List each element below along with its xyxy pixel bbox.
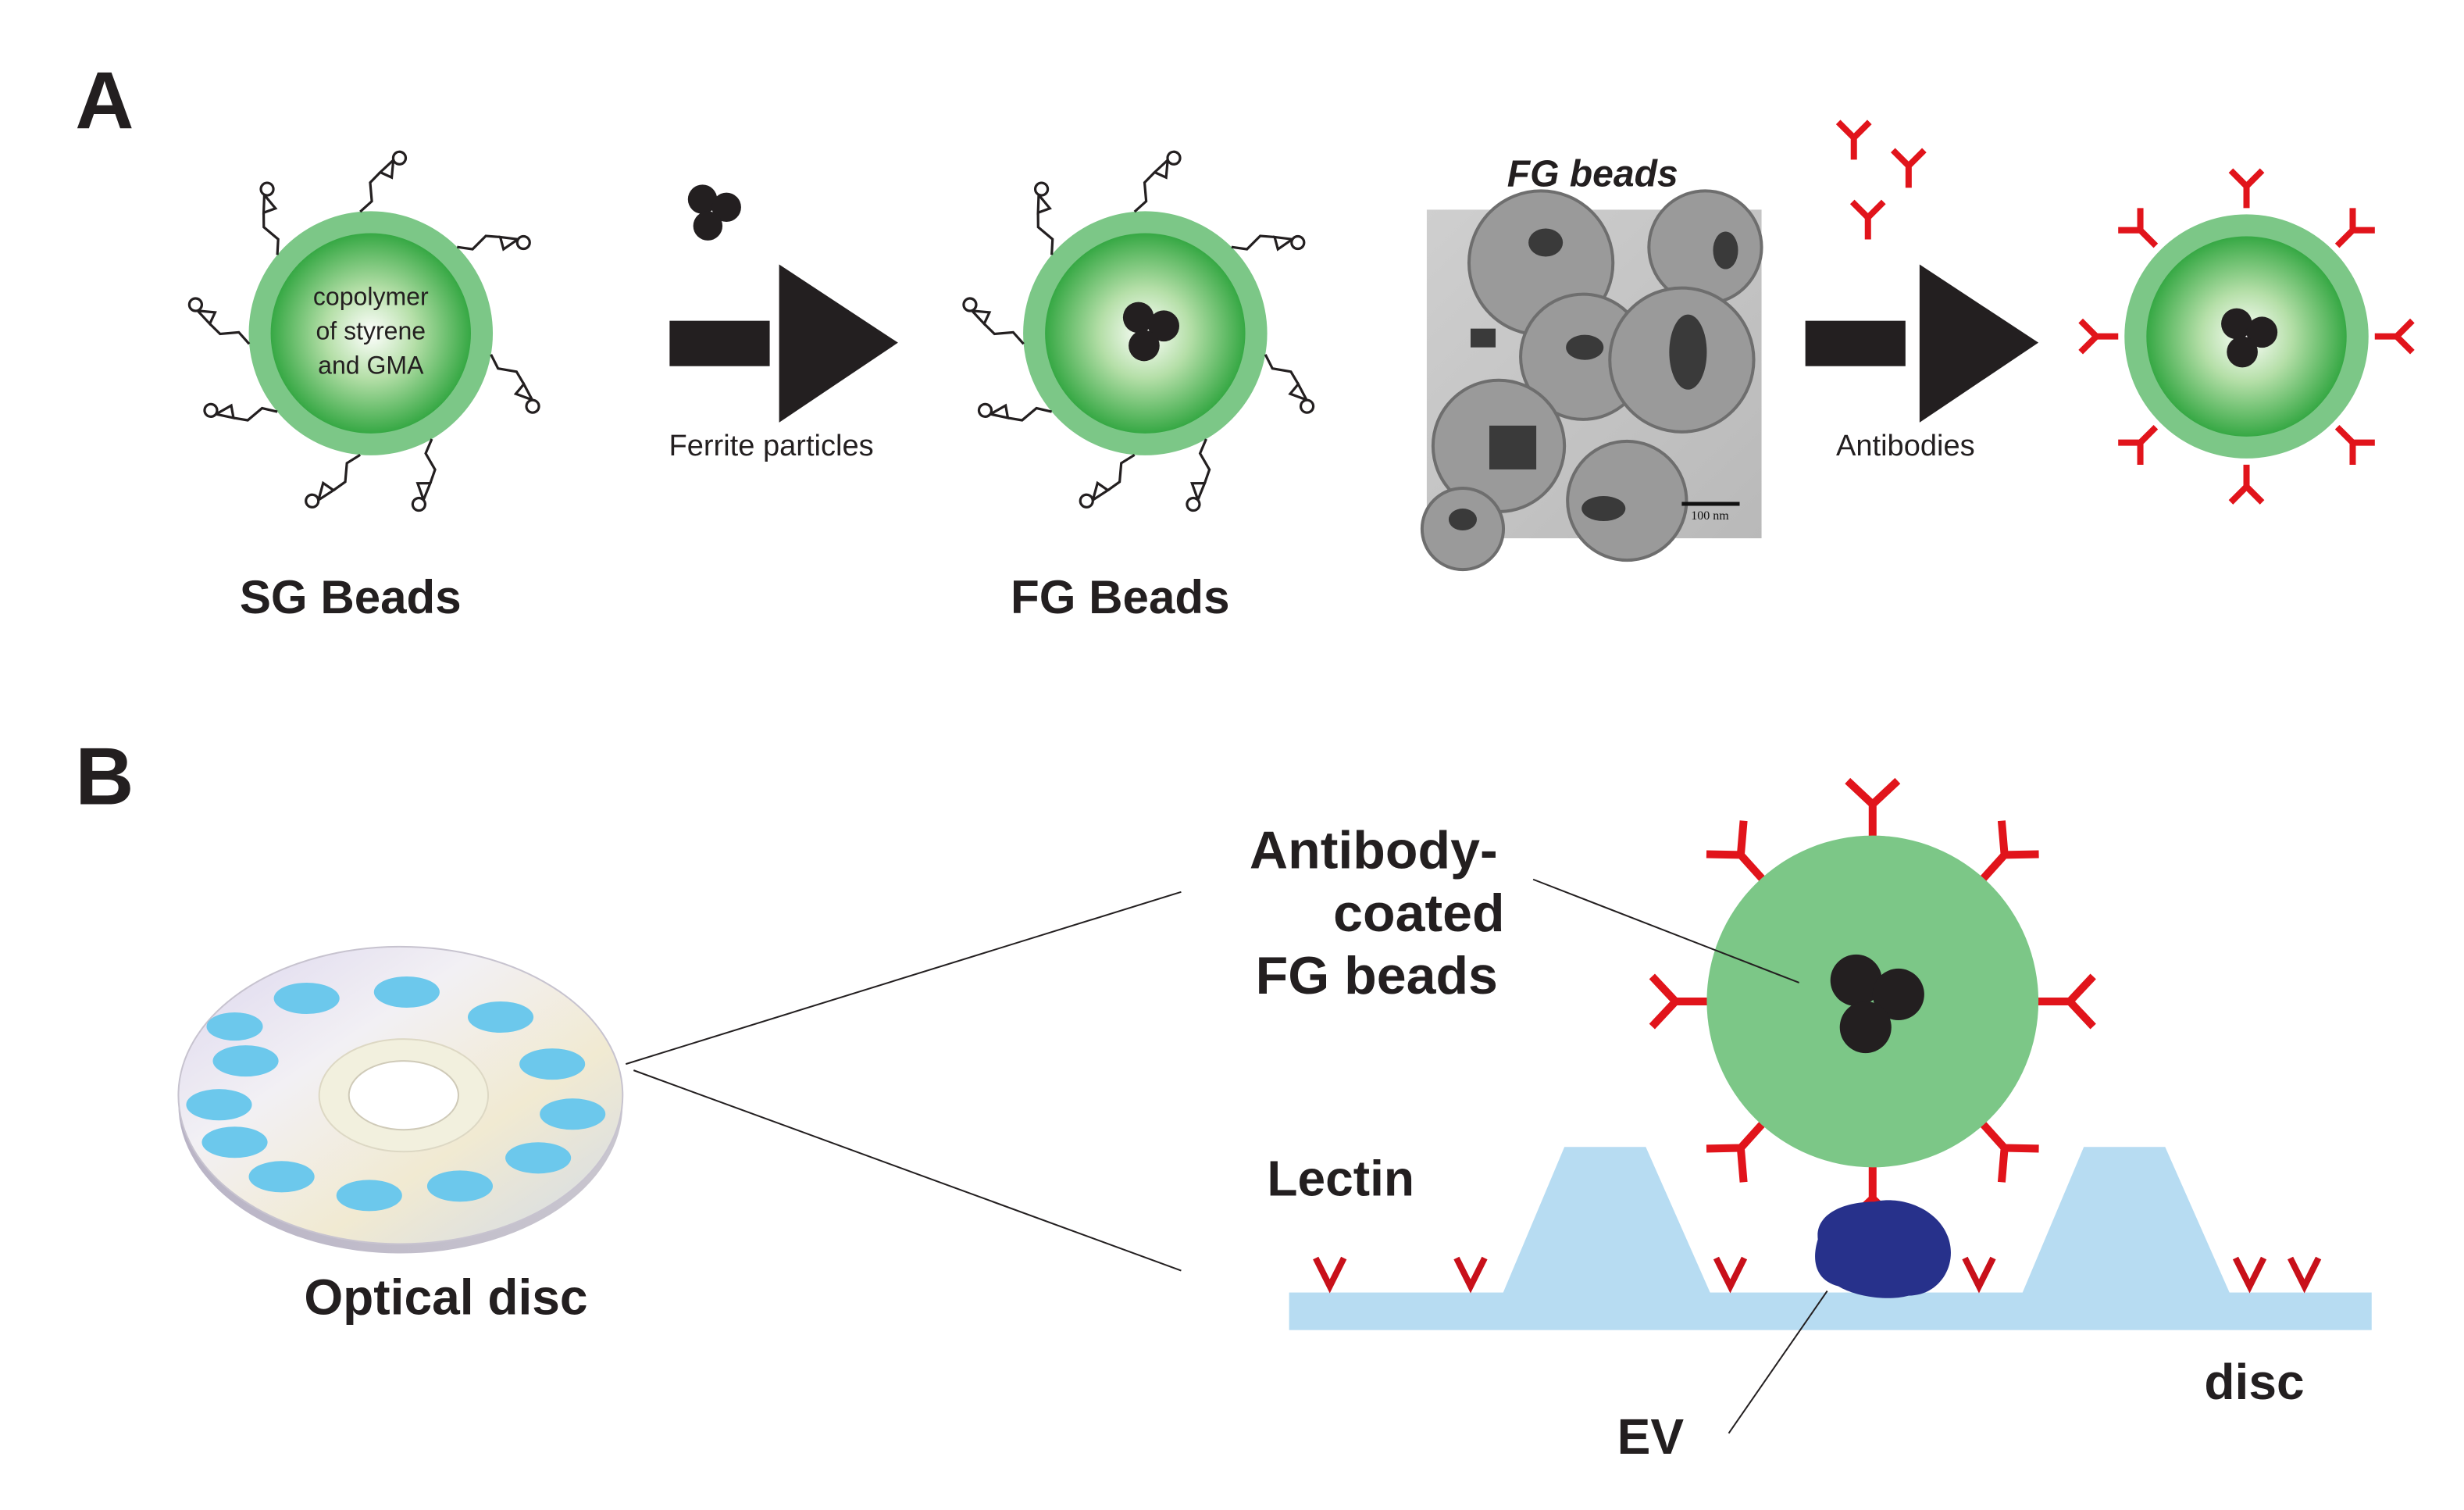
disc-base <box>1289 1292 2372 1330</box>
disc-wells <box>186 976 606 1212</box>
panel-a-label: A <box>75 55 134 146</box>
bead-leader-line <box>1532 878 1799 983</box>
disc-label: disc <box>2204 1354 2304 1410</box>
bead-label: Antibody- coated FG beads <box>1250 821 1505 1005</box>
core-text-line-3: and GMA <box>318 352 424 380</box>
panel-b-label: B <box>75 732 134 823</box>
antibody-coated-bead-b <box>1652 781 2093 1223</box>
sg-beads-label: SG Beads <box>240 571 462 623</box>
arrow-1-label: Ferrite particles <box>669 430 873 462</box>
arrow-1 <box>669 264 898 423</box>
arrow-2-label: Antibodies <box>1836 430 1975 462</box>
optical-disc <box>177 945 624 1254</box>
fg-bead <box>961 149 1322 515</box>
optical-disc-label: Optical disc <box>304 1269 587 1326</box>
antibody-coated-bead-a <box>2081 170 2412 502</box>
disc-cross-section <box>1289 1147 2372 1330</box>
ev-leader-line <box>1728 1290 1828 1434</box>
bead-label-line-3: FG beads <box>1256 946 1498 1005</box>
tem-title: FG beads <box>1507 152 1678 195</box>
bead-label-line-2: coated <box>1333 884 1504 943</box>
ev-shape <box>1815 1200 1951 1298</box>
sg-bead: copolymer of styrene and GMA <box>187 149 548 515</box>
sg-bead-core <box>270 233 471 434</box>
disc-ridge-1 <box>1502 1147 1712 1296</box>
ev-label: EV <box>1617 1408 1685 1465</box>
zoom-lines <box>625 891 1182 1272</box>
arrow-2 <box>1805 264 2039 423</box>
bead-b-body <box>1706 835 2039 1168</box>
lectin-label: Lectin <box>1267 1150 1414 1206</box>
core-text-line-1: copolymer <box>313 283 429 311</box>
bead-label-line-1: Antibody- <box>1250 821 1498 880</box>
disc-ridge-2 <box>2021 1147 2231 1296</box>
scale-bar-label: 100 nm <box>1691 509 1729 523</box>
tem-micrograph: 100 nm <box>1420 189 1763 572</box>
fg-beads-label: FG Beads <box>1011 571 1229 623</box>
ferrite-particles-icon <box>687 184 741 241</box>
core-text-line-2: of styrene <box>316 317 426 345</box>
antibodies-icon <box>1838 122 1924 239</box>
